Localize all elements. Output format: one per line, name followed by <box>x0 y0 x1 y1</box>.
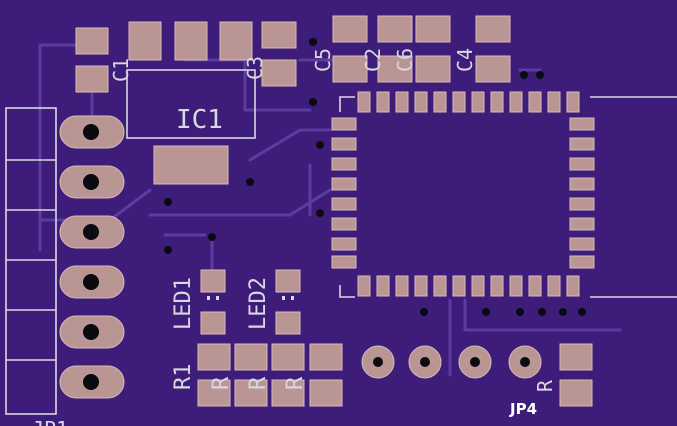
trace <box>183 58 312 112</box>
c4-pad <box>475 55 511 83</box>
r2-label: R <box>209 376 234 390</box>
c5-pad <box>332 15 368 43</box>
c4-label: C4 <box>453 48 477 72</box>
trace <box>248 128 332 162</box>
qfn-bottom-pads <box>357 275 580 297</box>
c2-pad <box>377 15 413 43</box>
c1-label: C1 <box>109 58 133 82</box>
chip-corner-marker <box>339 96 355 112</box>
c3-label: C3 <box>243 56 267 80</box>
r1-label: R1 <box>171 364 196 391</box>
qfn-left-pads <box>331 117 357 269</box>
led2-mark <box>291 296 294 300</box>
c6-pad <box>415 15 451 43</box>
trace <box>463 298 622 332</box>
led1-pad <box>200 269 226 293</box>
drill-hole <box>83 224 99 240</box>
r-pad <box>559 343 593 371</box>
c1-pad <box>75 27 109 55</box>
r-pad <box>559 379 593 407</box>
drill-hole <box>83 324 99 340</box>
led2-label: LED2 <box>246 277 271 330</box>
drill-hole <box>83 174 99 190</box>
trace <box>38 43 82 252</box>
vias <box>164 38 586 316</box>
ic1-pad <box>219 21 253 61</box>
c5-label: C5 <box>311 48 335 72</box>
c2-label: C2 <box>361 48 385 72</box>
c6-pad <box>415 55 451 83</box>
c2-pad <box>377 55 413 83</box>
r5-label: R <box>533 379 557 392</box>
c4-pad <box>475 15 511 43</box>
resistor-pads <box>197 343 343 407</box>
led1-mark <box>207 296 210 300</box>
r4-label: R <box>283 376 308 390</box>
ic1-pad <box>174 21 208 61</box>
jp1-header-outline <box>5 107 57 415</box>
qfn-right-pads <box>569 117 595 269</box>
led2-pad <box>275 311 301 335</box>
jp4-pads <box>361 345 542 379</box>
led2-mark <box>282 296 285 300</box>
c1-pad <box>75 65 109 93</box>
trace <box>148 188 332 217</box>
drill-hole <box>83 374 99 390</box>
c3-pad <box>261 59 297 87</box>
led1-mark <box>216 296 219 300</box>
r3-label: R <box>246 376 271 390</box>
led2-pad <box>275 269 301 293</box>
ic1-outline <box>126 69 256 139</box>
drill-hole <box>83 274 99 290</box>
drill-hole <box>83 124 99 140</box>
chip-corner-marker <box>339 285 355 298</box>
ic1-tab-pad <box>153 145 229 185</box>
c6-label: C6 <box>393 48 417 72</box>
led1-label: LED1 <box>171 277 196 330</box>
qfn-top-pads <box>357 91 580 113</box>
led1-pad <box>200 311 226 335</box>
jp1-label: JP1 <box>32 417 68 426</box>
c3-pad <box>261 21 297 49</box>
jp4-label: JP4 <box>509 400 537 418</box>
jp1-pads <box>59 115 125 399</box>
c5-pad <box>332 55 368 83</box>
ic1-label: IC1 <box>176 105 223 135</box>
ic1-pad <box>128 21 162 61</box>
